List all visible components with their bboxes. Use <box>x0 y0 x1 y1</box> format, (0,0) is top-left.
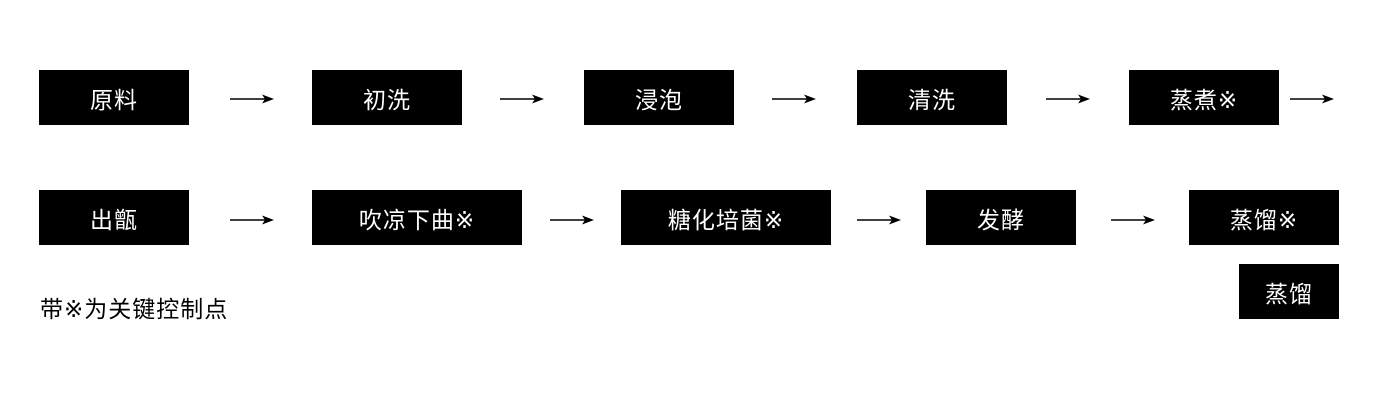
arrow-right-icon <box>230 215 274 225</box>
step-steam-cook: 蒸煮※ <box>1129 70 1279 125</box>
step-distill: 蒸馏 <box>1239 264 1339 319</box>
step-cool-add-koji: 吹凉下曲※ <box>312 190 522 245</box>
step-initial-wash: 初洗 <box>312 70 462 125</box>
arrow-right-icon <box>1046 94 1090 104</box>
step-discharge-retort: 出甑 <box>39 190 189 245</box>
arrow-right-icon <box>1111 215 1155 225</box>
arrow-right-icon <box>1290 94 1334 104</box>
step-soak: 浸泡 <box>584 70 734 125</box>
step-raw-material: 原料 <box>39 70 189 125</box>
step-clean: 清洗 <box>857 70 1007 125</box>
arrow-right-icon <box>550 215 594 225</box>
step-distill-key: 蒸馏※ <box>1189 190 1339 245</box>
arrow-right-icon <box>500 94 544 104</box>
arrow-right-icon <box>772 94 816 104</box>
key-control-point-note: 带※为关键控制点 <box>40 297 229 323</box>
step-saccharify-culture: 糖化培菌※ <box>621 190 831 245</box>
step-ferment: 发酵 <box>926 190 1076 245</box>
arrow-right-icon <box>857 215 901 225</box>
arrow-right-icon <box>230 94 274 104</box>
